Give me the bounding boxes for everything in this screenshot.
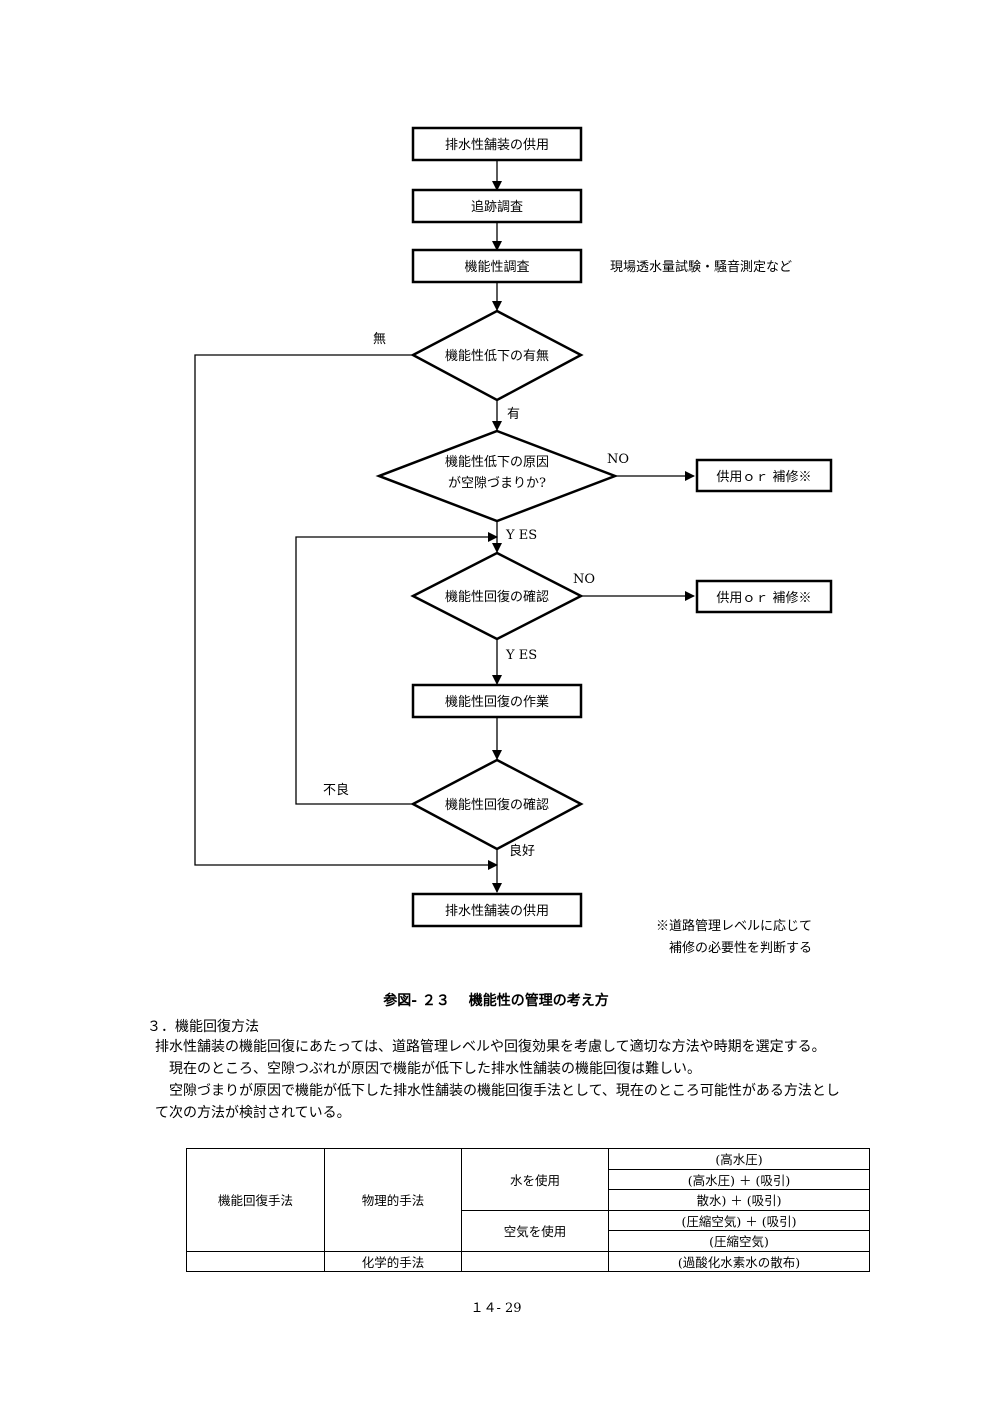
decision-recovery-check — [410, 551, 584, 641]
label-yes-1: Y ES — [505, 528, 537, 543]
footnote-line1: ※道路管理レベルに応じて — [656, 918, 812, 934]
survey-box-label: 機能性調査 — [464, 260, 529, 275]
label-yes-2: Y ES — [505, 648, 537, 663]
table-physical: 物理的手法 — [324, 1148, 462, 1252]
decision-cause-line1: 機能性低下の原因 — [445, 455, 549, 470]
table-empty-cell — [186, 1250, 325, 1272]
label-bad: 不良 — [323, 782, 349, 798]
work-box-label: 機能性回復の作業 — [445, 694, 549, 710]
table-use-water: 水を使用 — [461, 1148, 609, 1211]
paragraph-3: 空隙づまりが原因で機能が低下した排水性舗装の機能回復手法として、現在のところ可能… — [169, 1083, 840, 1099]
decision-recovery-check-2-label: 機能性回復の確認 — [445, 797, 549, 813]
result-box-2-label: 供用ｏｒ 補修※ — [716, 591, 811, 606]
survey-box — [411, 248, 583, 284]
label-no-1: NO — [607, 452, 629, 467]
decision-cause-line2: が空隙づまりか? — [448, 476, 546, 491]
flowchart: 排水性舗装の供用 追跡調査 機能性調査 現場透水量試験・騒音測定など 機能性低下… — [194, 126, 833, 956]
table-category: 機能回復手法 — [186, 1148, 325, 1252]
decision-decline-label: 機能性低下の有無 — [445, 349, 549, 364]
table-use-air: 空気を使用 — [461, 1209, 609, 1252]
survey-note: 現場透水量試験・騒音測定など — [610, 259, 792, 275]
start-box-label: 排水性舗装の供用 — [445, 138, 549, 153]
table-air-2: (圧縮空気) — [608, 1230, 870, 1252]
decision-recovery-check-2 — [410, 758, 584, 851]
figure-caption: 参図- ２３ 機能性の管理の考え方 — [383, 993, 609, 1009]
recovery-methods-table: 機能回復手法 物理的手法 水を使用 (高水圧) (高水圧) ＋ (吸引) 散水)… — [186, 1148, 870, 1272]
paragraph-3-cont: て次の方法が検討されている。 — [155, 1105, 351, 1121]
end-box — [411, 892, 583, 928]
label-has: 有 — [507, 407, 520, 422]
table-empty-cell-2 — [461, 1250, 609, 1272]
decision-decline — [410, 309, 584, 402]
table-water-3: 散水) ＋ (吸引) — [608, 1189, 870, 1211]
result-box-2 — [695, 579, 833, 614]
section-heading: ３．機能回復方法 — [147, 1019, 259, 1035]
start-box — [411, 126, 583, 162]
table-chemical: 化学的手法 — [324, 1250, 462, 1272]
table-water-2: (高水圧) ＋ (吸引) — [608, 1168, 870, 1190]
paragraph-1: 排水性舗装の機能回復にあたっては、道路管理レベルや回復効果を考慮して適切な方法や… — [155, 1039, 826, 1055]
table-water-1: (高水圧) — [608, 1148, 870, 1170]
followup-box-label: 追跡調査 — [471, 199, 523, 215]
page-number: １４- 29 — [470, 1301, 522, 1316]
footnote-line2: 補修の必要性を判断する — [669, 941, 812, 956]
end-box-label: 排水性舗装の供用 — [445, 904, 549, 919]
followup-box — [411, 188, 583, 224]
result-box-1 — [695, 458, 833, 493]
decision-recovery-check-label: 機能性回復の確認 — [445, 589, 549, 605]
decision-cause — [375, 429, 619, 523]
connector-lines — [194, 160, 695, 893]
label-good: 良好 — [509, 843, 535, 859]
work-box — [411, 683, 583, 719]
table-air-1: (圧縮空気) ＋ (吸引) — [608, 1209, 870, 1231]
result-box-1-label: 供用ｏｒ 補修※ — [716, 470, 811, 485]
paragraph-2: 現在のところ、空隙つぶれが原因で機能が低下した排水性舗装の機能回復は難しい。 — [169, 1061, 701, 1077]
label-no-2: NO — [573, 572, 595, 587]
table-chemical-1: (過酸化水素水の散布) — [608, 1250, 870, 1272]
label-none: 無 — [373, 332, 386, 347]
